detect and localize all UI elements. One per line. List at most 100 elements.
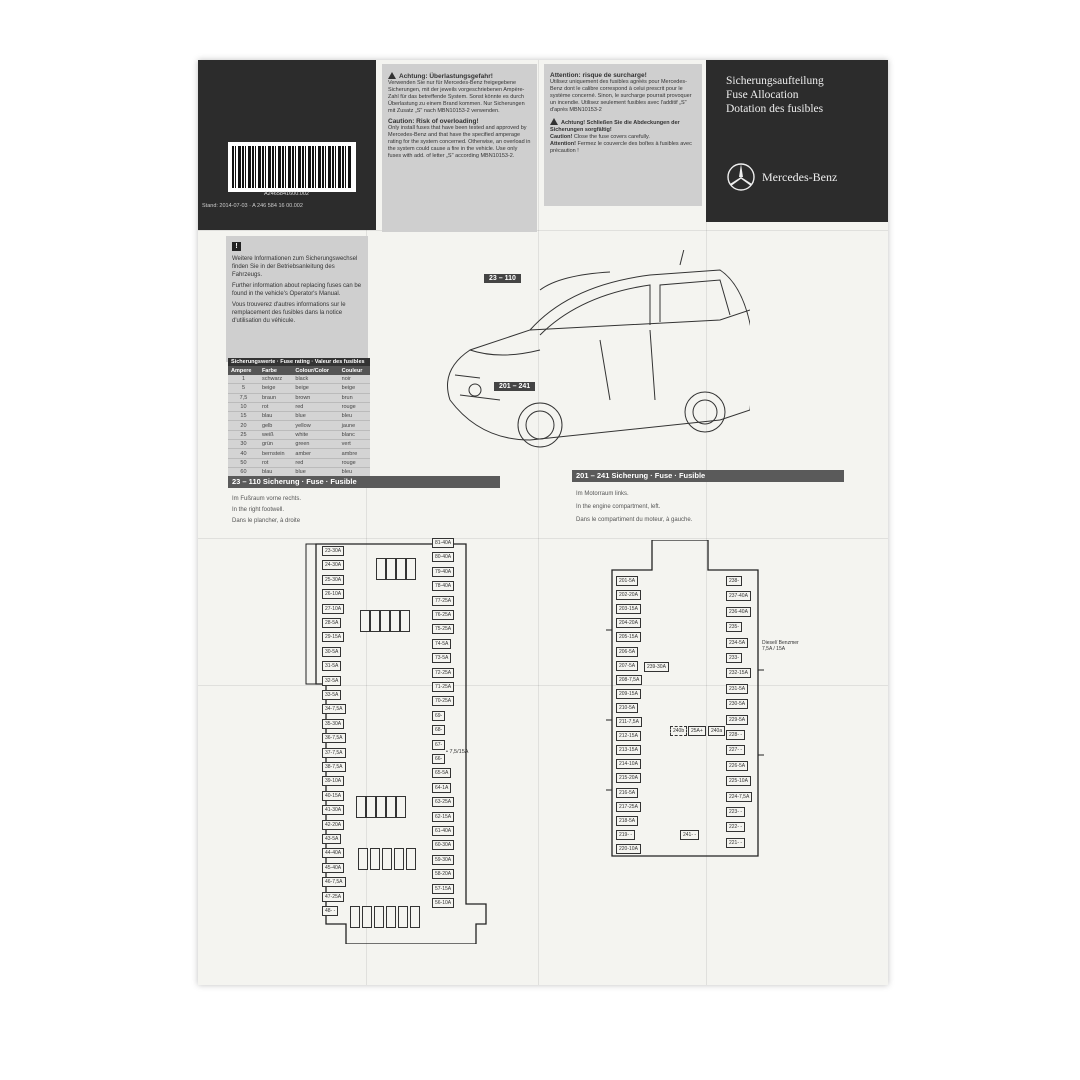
callout-201-241: 201 – 241 xyxy=(494,382,536,391)
fuse-slot xyxy=(390,610,400,632)
section-right-bar: 201 – 241 Sicherung · Fuse · Fusible xyxy=(572,470,844,482)
fuse-label: 205-15A xyxy=(616,632,641,643)
fuse-label: 35-30A xyxy=(322,718,345,729)
mercedes-star-icon xyxy=(727,163,755,191)
warning-de-text: Verwenden Sie nur für Mercedes-Benz frei… xyxy=(388,80,525,114)
title-block: Sicherungsaufteilung Fuse Allocation Dot… xyxy=(726,74,824,116)
fuse-slot xyxy=(370,848,380,870)
fuse-label: 76-25A xyxy=(432,610,455,620)
fuse-slot xyxy=(386,558,396,580)
engine-note-line-2: 7,5A / 15A xyxy=(762,646,786,652)
fuse-label: 226-5A xyxy=(726,760,749,771)
rating-cell: schwarz xyxy=(258,375,293,385)
fold-line xyxy=(538,60,539,985)
fuse-label: 212-15A xyxy=(616,731,641,742)
fuse-slot xyxy=(358,848,368,870)
title-de: Sicherungsaufteilung xyxy=(726,75,824,87)
rating-cell: ambre xyxy=(338,448,370,459)
rating-cell: 10 xyxy=(228,402,259,413)
rating-cell: weiß xyxy=(258,430,293,441)
rating-cell: rouge xyxy=(338,402,370,413)
engine-note: Diesel/ Benzmer 7,5A / 15A xyxy=(762,640,799,652)
rating-cell: green xyxy=(292,439,339,450)
fuse-label: 213-15A xyxy=(616,745,641,756)
title-fr: Dotation des fusibles xyxy=(726,103,824,115)
fuse-slot xyxy=(376,796,386,818)
callout-23-110: 23 – 110 xyxy=(484,274,521,283)
fuse-slot xyxy=(360,610,370,632)
fuse-slot xyxy=(396,558,406,580)
fuse-label: 64-1A xyxy=(432,782,452,793)
fuse-box-footwell-outline xyxy=(305,543,487,944)
fuse-slot xyxy=(382,848,392,870)
fuse-slot xyxy=(386,906,396,928)
fuse-label: 208-7,5A xyxy=(616,674,643,685)
fuse-slot xyxy=(350,906,360,928)
fuse-label: 81-40A xyxy=(432,538,455,548)
fuse-label: 40-15A xyxy=(322,790,345,801)
fold-line xyxy=(198,685,888,686)
rating-cell: rot xyxy=(258,402,293,413)
rating-cell: 25 xyxy=(228,430,259,441)
warning-panel-fr: Attention: risque de surcharge! Utilisez… xyxy=(544,64,702,206)
fuse-rating-table: Sicherungswerte · Fuse rating · Valeur d… xyxy=(228,358,370,478)
info-exclamation-icon: ! xyxy=(232,242,241,251)
warning-panel-de-en: Achtung: Überlastungsgefahr! Verwenden S… xyxy=(382,64,537,232)
fuse-slot xyxy=(376,558,386,580)
fold-line xyxy=(706,60,707,985)
rating-header-farbe: Farbe xyxy=(258,366,293,375)
rating-cell: jaune xyxy=(338,420,370,431)
fold-line xyxy=(198,538,888,539)
rating-cell: gelb xyxy=(258,420,293,431)
fuse-label: 41-30A xyxy=(322,805,345,816)
fold-line xyxy=(366,60,367,985)
fuse-label: 68- xyxy=(432,725,446,736)
rating-cell: beige xyxy=(258,383,293,394)
info-de: Weitere Informationen zum Sicherungswech… xyxy=(232,256,358,278)
fuse-slot xyxy=(386,796,396,818)
fuse-slot xyxy=(366,796,376,818)
rating-cell: beige xyxy=(292,383,339,394)
fuse-label: 72-25A xyxy=(432,667,455,678)
fuse-label: 236-40A xyxy=(726,606,751,617)
warning-fr-text: Utilisez uniquement des fusibles agréés … xyxy=(550,79,692,113)
rating-cell: braun xyxy=(258,393,293,403)
fuse-slot xyxy=(406,848,416,870)
fuse-label: 56-10A xyxy=(432,898,455,908)
rating-cell: vert xyxy=(338,439,370,450)
fuse-label: 74-5A xyxy=(432,638,452,649)
warning-de-title: Achtung: Überlastungsgefahr! xyxy=(388,72,531,80)
section-right-text: Im Motorraum links. In the engine compar… xyxy=(576,488,692,527)
footwell-note: • 7,5/15A xyxy=(446,749,469,755)
fuse-label: 220-10A xyxy=(616,843,641,854)
fuse-label: 48- - xyxy=(322,906,339,916)
fuse-label: 207-5A xyxy=(616,660,639,671)
fuse-label: 238- xyxy=(726,576,743,586)
info-fr: Vous trouverez d'autres informations sur… xyxy=(232,302,346,324)
fuse-label: 216-5A xyxy=(616,787,639,798)
fuse-label: 230-5A xyxy=(726,699,749,710)
fuse-label: 206-5A xyxy=(616,646,639,657)
title-en: Fuse Allocation xyxy=(726,89,799,101)
rating-cell: 15 xyxy=(228,411,259,422)
rating-cell: 50 xyxy=(228,458,259,468)
fuse-label: 63-25A xyxy=(432,797,455,808)
warning-triangle-icon xyxy=(388,72,396,79)
fuse-25a: 25A+ xyxy=(688,726,706,736)
fuse-label: 67- xyxy=(432,739,446,750)
fuse-label: 217-25A xyxy=(616,801,641,812)
fuse-label: 32-5A xyxy=(322,675,342,686)
fuse-label: 65-5A xyxy=(432,768,452,779)
fuse-label: 31-5A xyxy=(322,661,342,672)
rating-cell: blau xyxy=(258,411,293,422)
fuse-label: 232-15A xyxy=(726,668,751,679)
fuse-label: 29-15A xyxy=(322,632,345,643)
rating-header-ampere: Ampere xyxy=(228,366,259,375)
